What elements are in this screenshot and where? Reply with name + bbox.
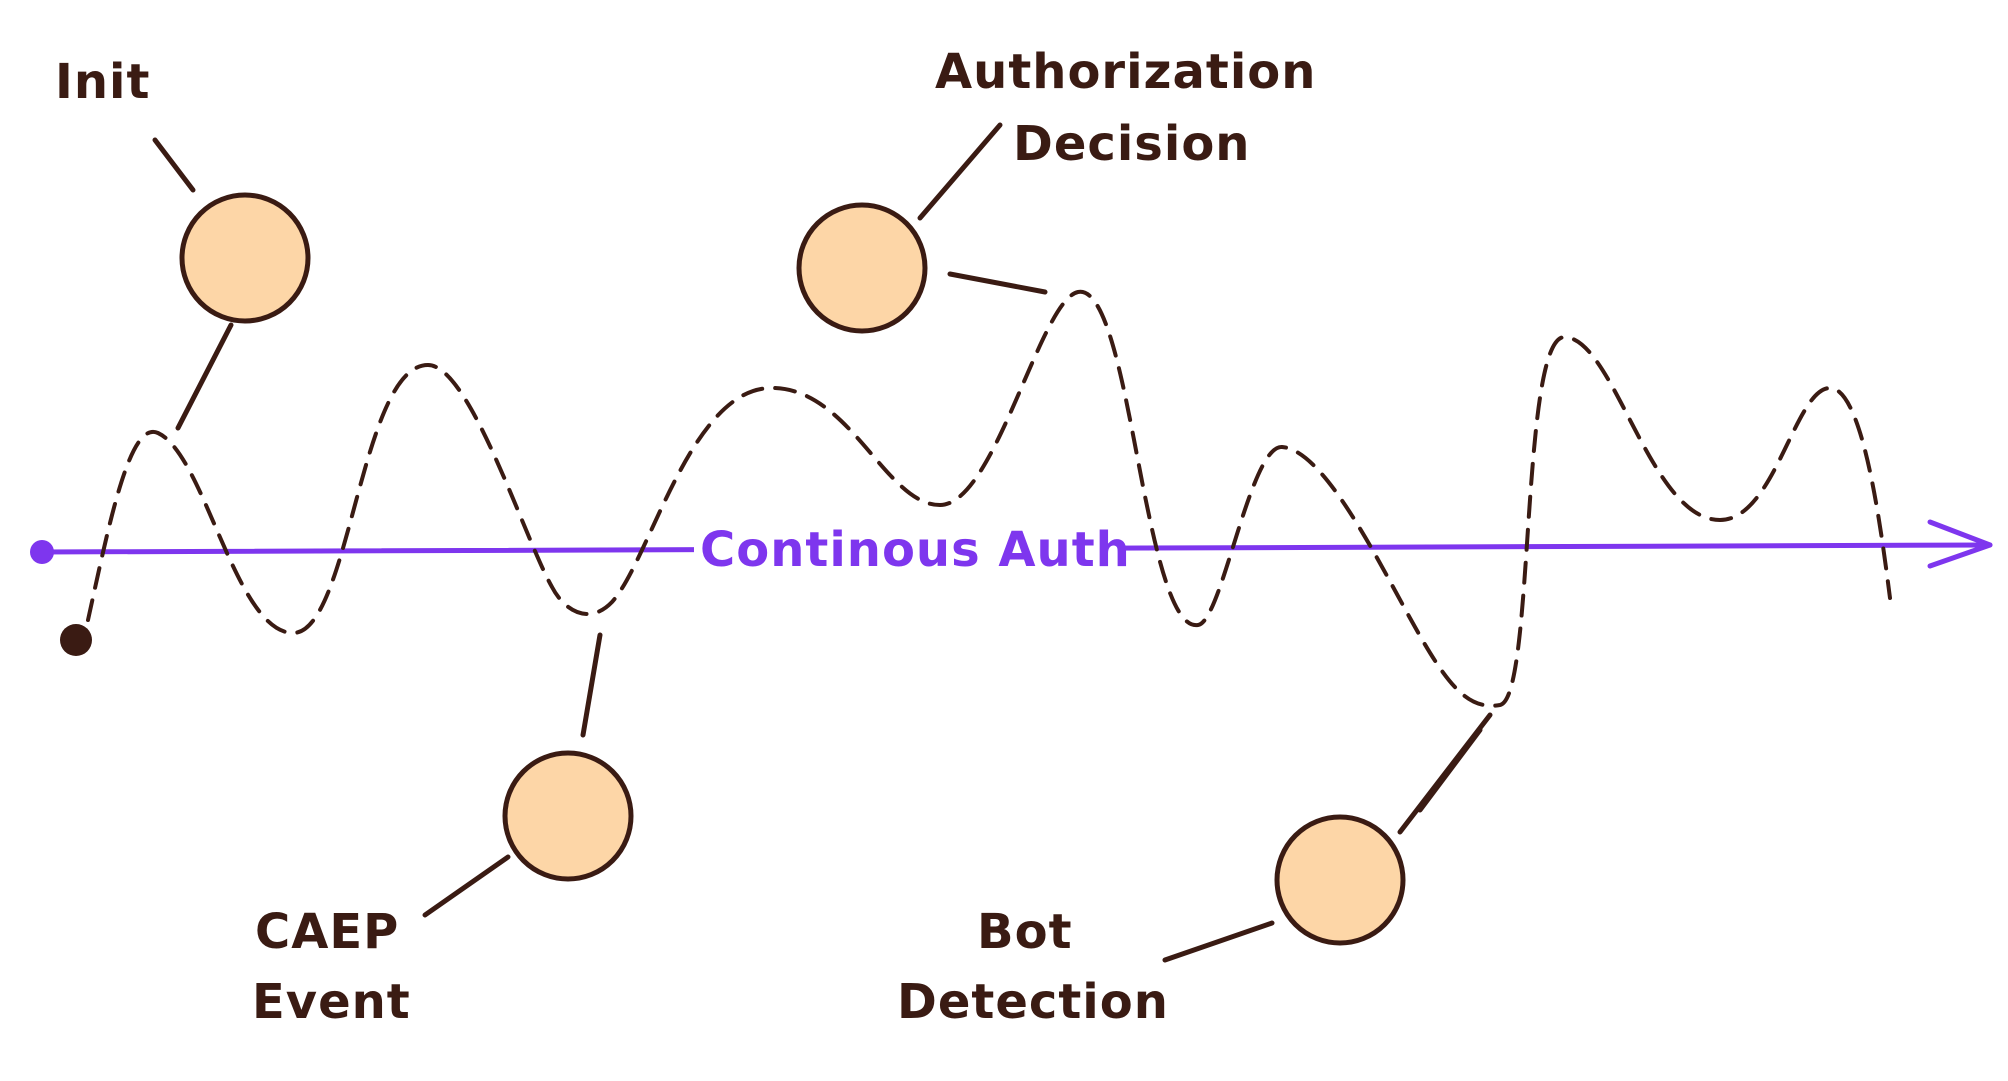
- authorization-decision-node: [796, 202, 928, 334]
- bot-detection-label-line1: Bot: [977, 904, 1073, 960]
- init-connector-to-label: [152, 137, 196, 193]
- authorization-decision-connector-to-wave: [947, 271, 1048, 295]
- timeline-start-dot: [30, 540, 54, 564]
- init-label: Init: [55, 54, 150, 110]
- caep-event-connector-to-label: [422, 854, 511, 918]
- event-nodes: [179, 192, 1406, 946]
- init-connector-to-wave: [175, 322, 234, 431]
- bot-detection-label-line2: Detection: [897, 974, 1169, 1030]
- authorization-decision-connector-to-label: [917, 122, 1003, 221]
- authorization-decision-label-line1: Authorization: [935, 44, 1316, 100]
- signal-start-dot: [60, 624, 92, 656]
- authorization-decision-label-line2: Decision: [1013, 116, 1250, 172]
- init-node: [179, 192, 311, 324]
- signal-wave: [60, 289, 1892, 708]
- caep-event-label-line1: CAEP: [255, 904, 399, 960]
- connectors: [152, 122, 1493, 963]
- bot-detection-connector-to-label: [1162, 920, 1275, 963]
- bot-detection-connector-to-wave-b: [1417, 727, 1483, 813]
- bot-detection-node: [1274, 814, 1406, 946]
- node-labels: Init Authorization Decision CAEP Event B…: [55, 44, 1316, 1030]
- axis-label-backing: [694, 518, 1120, 580]
- caep-event-connector-to-wave: [580, 632, 603, 738]
- axis-label: Continous Auth: [700, 522, 1131, 578]
- caep-event-node: [502, 750, 634, 882]
- axis-label-group: Continous Auth: [694, 518, 1131, 580]
- timeline-arrowhead: [1927, 519, 1993, 569]
- caep-event-label-line2: Event: [252, 974, 411, 1030]
- signal-wave-path: [86, 289, 1892, 708]
